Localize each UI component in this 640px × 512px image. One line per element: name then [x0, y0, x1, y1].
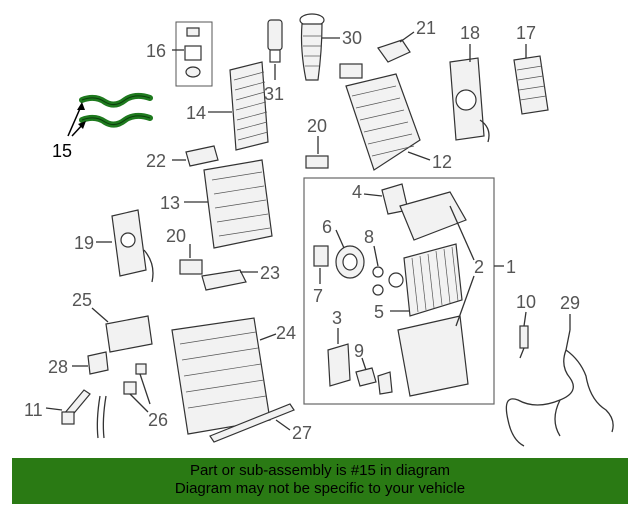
part-17-filter [513, 55, 549, 115]
callout-6: 6 [322, 217, 332, 237]
banner-line-1: Part or sub-assembly is #15 in diagram [189, 462, 451, 479]
part-21-bracket [377, 39, 411, 63]
part-20-mid [179, 259, 203, 275]
leader-26b [139, 373, 151, 405]
callout-9: 9 [354, 341, 364, 361]
callout-20-top: 20 [307, 116, 327, 136]
leader-25 [91, 307, 109, 323]
part-29-harness [505, 329, 614, 447]
part-15-hoses[interactable] [79, 92, 153, 128]
leader-26a [129, 393, 149, 413]
callout-28: 28 [48, 357, 68, 377]
part-18-actuator [449, 57, 490, 143]
part-25-duct [105, 315, 153, 353]
parts-diagram: 15 16 14 31 30 21 [24, 13, 614, 447]
callout-14: 14 [186, 103, 206, 123]
callout-13: 13 [160, 193, 180, 213]
callout-11: 11 [24, 400, 43, 420]
leader-12 [407, 151, 431, 161]
callout-1: 1 [506, 257, 516, 277]
callout-8: 8 [364, 227, 374, 247]
leader-4 [363, 193, 383, 197]
callout-21: 21 [416, 18, 436, 38]
callout-26: 26 [148, 410, 168, 430]
part-9-clip [355, 367, 393, 395]
part-19-actuator [111, 209, 154, 283]
part-14-filter [229, 61, 269, 151]
callout-27: 27 [292, 423, 312, 443]
callout-15: 15 [52, 141, 72, 161]
callout-12: 12 [432, 152, 452, 172]
callout-31: 31 [264, 84, 284, 104]
part-7-resistor [313, 245, 329, 267]
part-24-housing [171, 317, 271, 435]
callout-25: 25 [72, 290, 92, 310]
part-2-case [397, 191, 469, 397]
leader-2a [449, 205, 475, 261]
leader-10 [523, 311, 527, 327]
callout-20-mid: 20 [166, 226, 186, 246]
part-10-sensor [519, 325, 529, 359]
callout-18: 18 [460, 23, 480, 43]
callout-3: 3 [332, 308, 342, 328]
part-5-heater-core [388, 243, 463, 317]
leader-6 [335, 229, 345, 249]
callout-16: 16 [146, 41, 166, 61]
callout-5: 5 [374, 302, 384, 322]
part-3-panel [327, 343, 351, 387]
callout-23: 23 [260, 263, 280, 283]
part-31-sensor [267, 19, 283, 63]
leader-21 [399, 31, 415, 43]
part-26-duct [96, 363, 147, 439]
leader-27 [275, 419, 291, 431]
callout-30: 30 [342, 28, 362, 48]
callout-15-leader [67, 102, 86, 137]
leader-24 [259, 333, 277, 341]
callout-24: 24 [276, 323, 296, 343]
part-11-sensor [61, 389, 91, 425]
part-28-clip [87, 351, 109, 375]
callout-22: 22 [146, 151, 166, 171]
callout-19: 19 [74, 233, 94, 253]
part-1-group-box [303, 177, 495, 405]
banner-line-2: Diagram may not be specific to your vehi… [174, 480, 466, 497]
leader-2b [455, 275, 475, 327]
part-13-blower-housing [203, 159, 273, 249]
part-30-duct [299, 13, 325, 81]
part-20-top [305, 63, 363, 169]
part-22-bracket [185, 145, 219, 167]
part-23-bracket [201, 269, 247, 291]
callout-17: 17 [516, 23, 536, 43]
part-12-housing [345, 73, 421, 171]
part-8-seal [372, 266, 384, 296]
callout-4: 4 [352, 182, 362, 202]
part-16-bracket [175, 21, 213, 87]
leader-8 [373, 245, 379, 267]
callout-2: 2 [474, 257, 484, 277]
callout-29: 29 [560, 293, 580, 313]
part-6-blower [335, 245, 365, 279]
callout-7: 7 [313, 286, 323, 306]
info-banner: Part or sub-assembly is #15 in diagram D… [12, 458, 628, 504]
leader-9 [361, 357, 367, 371]
part-27-seal [209, 403, 295, 443]
leader-11 [45, 407, 63, 411]
callout-10: 10 [516, 292, 536, 312]
